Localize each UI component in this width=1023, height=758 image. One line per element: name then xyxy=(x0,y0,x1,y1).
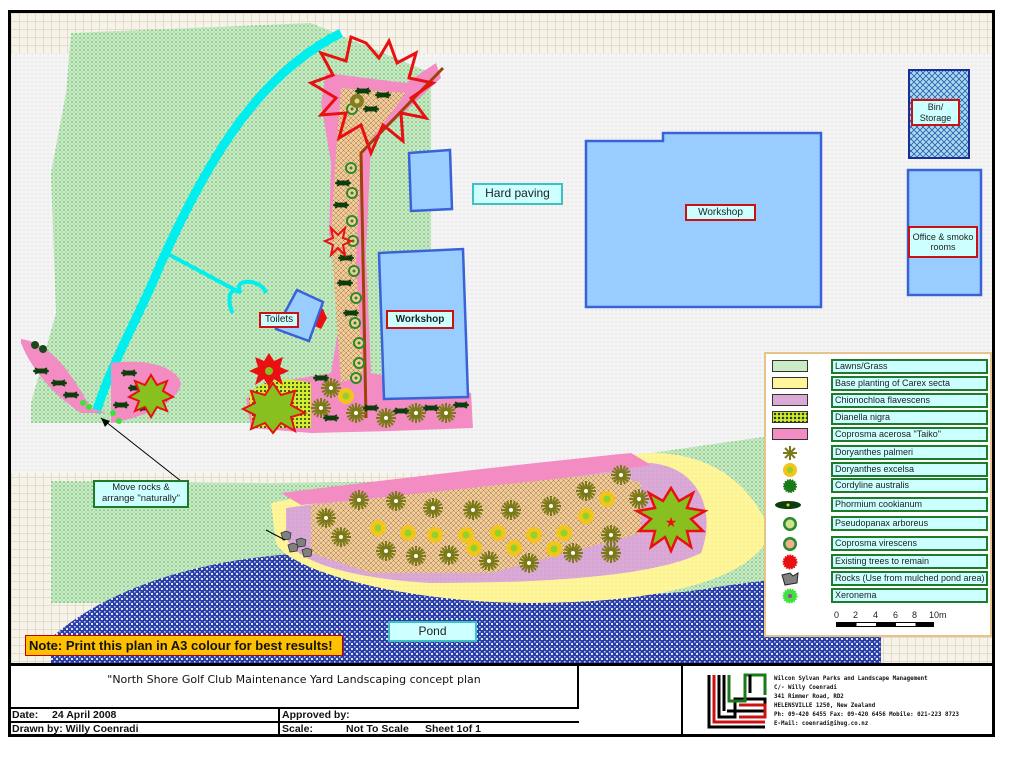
label-office-smoko: Office & smoko rooms xyxy=(908,226,978,258)
legend-label: Coprosma acerosa "Taiko" xyxy=(831,427,988,442)
legend-item: Cordyline australis xyxy=(766,478,990,494)
legend-label: Existing trees to remain xyxy=(831,554,988,569)
scale-tick: 10m xyxy=(929,610,947,620)
legend-item: Doryanthes excelsa xyxy=(766,462,990,478)
legend-item: Lawns/Grass xyxy=(766,359,990,375)
title-block-blank-cell xyxy=(579,666,683,734)
scale-bar: 0 2 4 6 8 10m xyxy=(834,610,947,636)
legend-label: Base planting of Carex secta xyxy=(831,376,988,391)
label-workshop-large: Workshop xyxy=(685,204,756,221)
legend-item: Xeronema xyxy=(766,588,990,604)
legend-label: Doryanthes excelsa xyxy=(831,462,988,477)
legend-label: Pseudopanax arboreus xyxy=(831,516,988,531)
scale-tick: 2 xyxy=(853,610,859,620)
legend-item: Phormium cookianum xyxy=(766,497,990,513)
legend-label: Xeronema xyxy=(831,588,988,603)
legend-label: Dianella nigra xyxy=(831,410,988,425)
date-value: 24 April 2008 xyxy=(52,709,117,721)
title-block: "North Shore Golf Club Maintenance Yard … xyxy=(11,663,992,734)
sheet-number: Sheet 1of 1 xyxy=(425,723,482,735)
company-details: Wilcon Sylvan Parks and Landscape Manage… xyxy=(774,675,959,729)
label-toilets: Toilets xyxy=(259,312,299,328)
coprosma-taiko-swatch xyxy=(772,428,808,440)
scale-tick: 8 xyxy=(912,610,918,620)
legend-item: Rocks (Use from mulched pond area) xyxy=(766,571,990,587)
green-ring-icon xyxy=(783,517,797,531)
label-bin-storage: Bin/ Storage xyxy=(911,99,960,126)
red-burst-icon xyxy=(782,554,798,570)
legend-label: Cordyline australis xyxy=(831,478,988,493)
plan-drawing: ★ xyxy=(11,23,992,663)
scale-label: Scale: xyxy=(282,723,313,735)
green-burst-icon xyxy=(783,479,797,493)
legend-label: Chionochloa flavescens xyxy=(831,393,988,408)
company-phone: Ph: 09-420 6455 Fax: 09-420 6456 Mobile:… xyxy=(774,712,959,718)
legend-item: Chionochloa flavescens xyxy=(766,393,990,409)
lime-burst-icon xyxy=(782,588,798,604)
rock-icon xyxy=(781,572,799,586)
print-note: Note: Print this plan in A3 colour for b… xyxy=(25,635,343,656)
label-pond: Pond xyxy=(388,621,477,642)
olive-burst-icon xyxy=(783,446,797,460)
dark-leaf-icon xyxy=(775,501,801,509)
dianella-swatch xyxy=(772,411,808,423)
legend-item: Dianella nigra xyxy=(766,410,990,426)
legend-item: Coprosma virescens xyxy=(766,536,990,552)
company-attn: C/- Willy Coenradi xyxy=(774,685,837,691)
peach-ring-icon xyxy=(783,537,797,551)
drawing-frame: ★ xyxy=(8,10,995,737)
scale-value: Not To Scale xyxy=(346,723,409,735)
company-block: Wilcon Sylvan Parks and Landscape Manage… xyxy=(685,666,992,734)
legend: Lawns/Grass Base planting of Carex secta… xyxy=(764,352,992,637)
legend-label: Phormium cookianum xyxy=(831,497,988,512)
legend-item: Base planting of Carex secta xyxy=(766,376,990,392)
legend-item: Existing trees to remain xyxy=(766,554,990,570)
approved-by: Approved by: xyxy=(282,709,350,721)
plan-title: "North Shore Golf Club Maintenance Yard … xyxy=(11,666,579,707)
scale-tick: 4 xyxy=(873,610,879,620)
company-email: E-Mail: coenradi@ihug.co.nz xyxy=(774,721,869,727)
legend-item: Pseudopanax arboreus xyxy=(766,516,990,532)
company-name: Wilcon Sylvan Parks and Landscape Manage… xyxy=(774,676,928,682)
yellow-flower-icon xyxy=(783,463,797,477)
scale-tick: 0 xyxy=(834,610,840,620)
company-logo-icon xyxy=(707,673,767,729)
legend-label: Lawns/Grass xyxy=(831,359,988,374)
lawn-swatch xyxy=(772,360,808,372)
svg-text:★: ★ xyxy=(665,514,678,530)
scale-tick: 6 xyxy=(893,610,899,620)
legend-item: Doryanthes palmeri xyxy=(766,445,990,461)
date-label: Date: xyxy=(12,709,39,721)
legend-label: Coprosma virescens xyxy=(831,536,988,551)
scale-line xyxy=(836,622,934,627)
label-workshop-small: Workshop xyxy=(386,310,454,329)
chionochloa-swatch xyxy=(772,394,808,406)
drawn-by: Drawn by: Willy Coenradi xyxy=(12,723,139,735)
site-plan: ★ xyxy=(11,13,992,663)
legend-label: Doryanthes palmeri xyxy=(831,445,988,460)
company-address-line2: HELENSVILLE 1250, New Zealand xyxy=(774,703,876,709)
carex-swatch xyxy=(772,377,808,389)
legend-label: Rocks (Use from mulched pond area) xyxy=(831,571,988,586)
label-move-rocks: Move rocks & arrange "naturally" xyxy=(93,480,189,508)
company-address-line1: 341 Rimmer Road, RD2 xyxy=(774,694,844,700)
legend-item: Coprosma acerosa "Taiko" xyxy=(766,427,990,443)
label-hard-paving: Hard paving xyxy=(472,183,563,205)
